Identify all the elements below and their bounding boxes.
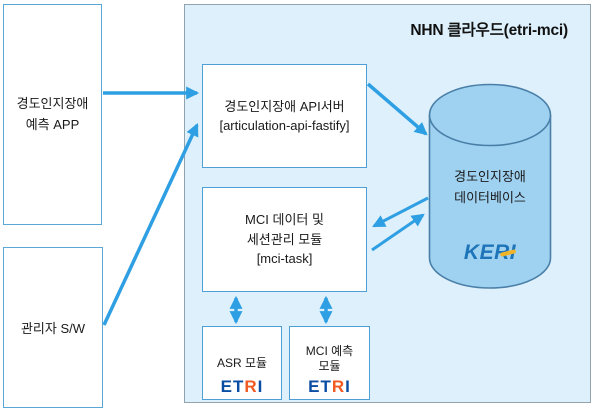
etri-logo-et: ET [220, 377, 245, 396]
node-prediction-app: 경도인지장애 예측 APP [3, 4, 102, 225]
node-prediction-app-label-line2: 예측 APP [25, 116, 80, 132]
node-admin-sw-label: 관리자 S/W [20, 321, 86, 336]
node-mci-predict-label-line1: MCI 예측 [305, 343, 354, 358]
etri-logo-et: ET [308, 377, 332, 396]
etri-logo: ETRI [308, 378, 351, 395]
node-api-server: 경도인지장애 API서버 [articulation-api-fastify] [202, 64, 367, 168]
node-api-server-label-line1: 경도인지장애 API서버 [224, 98, 345, 114]
node-mci-predict-module: MCI 예측 모듈 ETRI [289, 326, 370, 400]
node-asr-module: ASR 모듈 ETRI [202, 326, 282, 400]
node-mci-task-label-line1: MCI 데이터 및 [245, 212, 324, 228]
cloud-title: NHN 클라우드(etri-mci) [410, 22, 568, 39]
node-admin-sw: 관리자 S/W [3, 247, 103, 408]
node-mci-task-label-line3: [mci-task] [256, 251, 313, 267]
node-mci-task-label-line2: 세션관리 모듈 [246, 231, 323, 247]
etri-logo-r: R [331, 377, 346, 396]
node-asr-module-label: ASR 모듈 [216, 356, 268, 370]
database-label-line2: 데이터베이스 [454, 189, 526, 205]
etri-logo: ETRI [221, 378, 264, 395]
database-cylinder-shape [428, 83, 552, 289]
etri-logo-i: I [257, 377, 264, 396]
database-label: 경도인지장애 데이터베이스 [428, 167, 552, 209]
database-cylinder: 경도인지장애 데이터베이스 KERI [428, 83, 552, 290]
node-mci-predict-label-line2: 모듈 [318, 359, 341, 374]
node-mci-task: MCI 데이터 및 세션관리 모듈 [mci-task] [202, 187, 367, 292]
etri-logo-r: R [244, 377, 258, 396]
keri-logo-text: KERI [463, 241, 517, 264]
node-api-server-label-line2: [articulation-api-fastify] [219, 118, 350, 133]
node-mci-predict-label: MCI 예측 모듈 [306, 344, 353, 375]
keri-logo: KERI [428, 241, 552, 265]
database-label-line1: 경도인지장애 [454, 169, 526, 184]
etri-logo-i: I [345, 377, 351, 396]
node-prediction-app-label-line1: 경도인지장애 [16, 96, 89, 112]
